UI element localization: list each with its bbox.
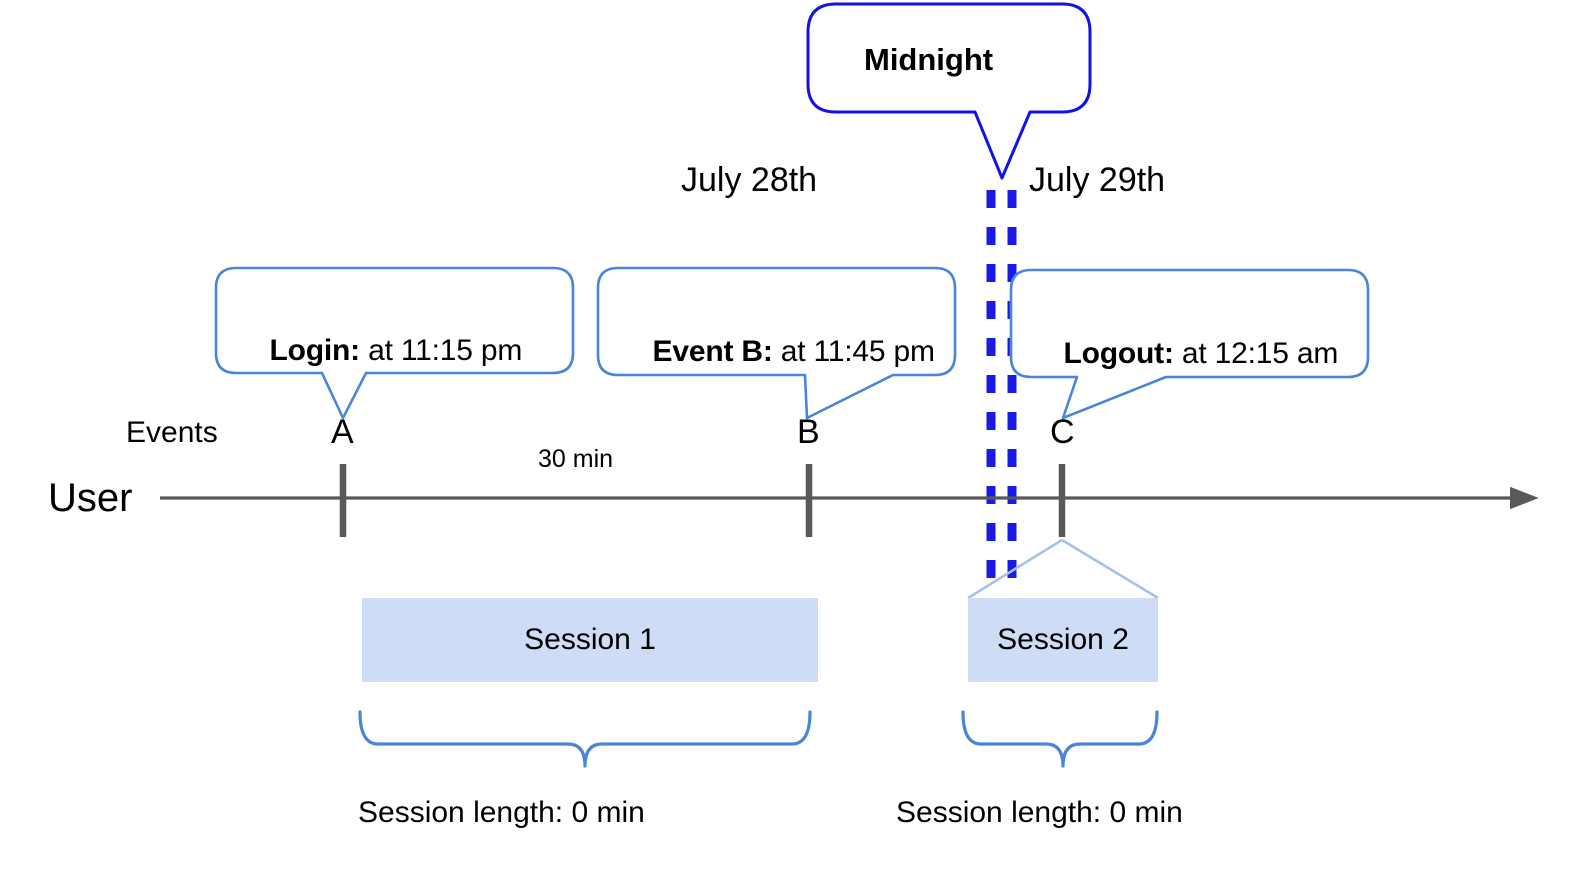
logout-callout-text: Logout: at 12:15 am <box>1031 309 1339 399</box>
login-callout-rest: at 11:15 pm <box>359 334 523 367</box>
midnight-callout-shape <box>806 2 1092 180</box>
session-1-brace <box>358 710 812 768</box>
session-2-length-label: Session length: 0 min <box>896 796 1183 829</box>
session-1-box: Session 1 <box>362 598 818 682</box>
session-2-connector <box>967 538 1159 600</box>
date-label-right: July 29th <box>1029 161 1166 199</box>
login-callout-bold: Login: <box>269 334 361 367</box>
gap-duration-label: 30 min <box>538 445 614 473</box>
event-b-callout-rest: at 11:45 pm <box>772 335 935 368</box>
event-point-label-a: A <box>331 413 354 451</box>
midnight-label: Midnight <box>864 42 994 77</box>
logout-callout-rest: at 12:15 am <box>1173 337 1339 370</box>
session-2-brace <box>961 710 1159 768</box>
logout-callout-bold: Logout: <box>1063 337 1174 370</box>
midnight-divider-lines <box>986 190 1017 583</box>
date-label-left: July 28th <box>681 161 818 199</box>
session-1-length-label: Session length: 0 min <box>358 796 645 829</box>
event-b-callout-text: Event B: at 11:45 pm <box>620 307 935 397</box>
event-b-callout-bold: Event B: <box>652 335 773 368</box>
events-row-label: Events <box>126 416 218 449</box>
event-point-label-b: B <box>797 413 820 451</box>
user-row-label: User <box>48 476 133 520</box>
session-2-label: Session 2 <box>997 623 1129 656</box>
event-tick-marks <box>339 464 1066 537</box>
session-1-label: Session 1 <box>524 623 656 656</box>
session-2-box: Session 2 <box>968 598 1158 682</box>
login-callout-text: Login: at 11:15 pm <box>237 306 523 396</box>
event-point-label-c: C <box>1050 413 1075 451</box>
